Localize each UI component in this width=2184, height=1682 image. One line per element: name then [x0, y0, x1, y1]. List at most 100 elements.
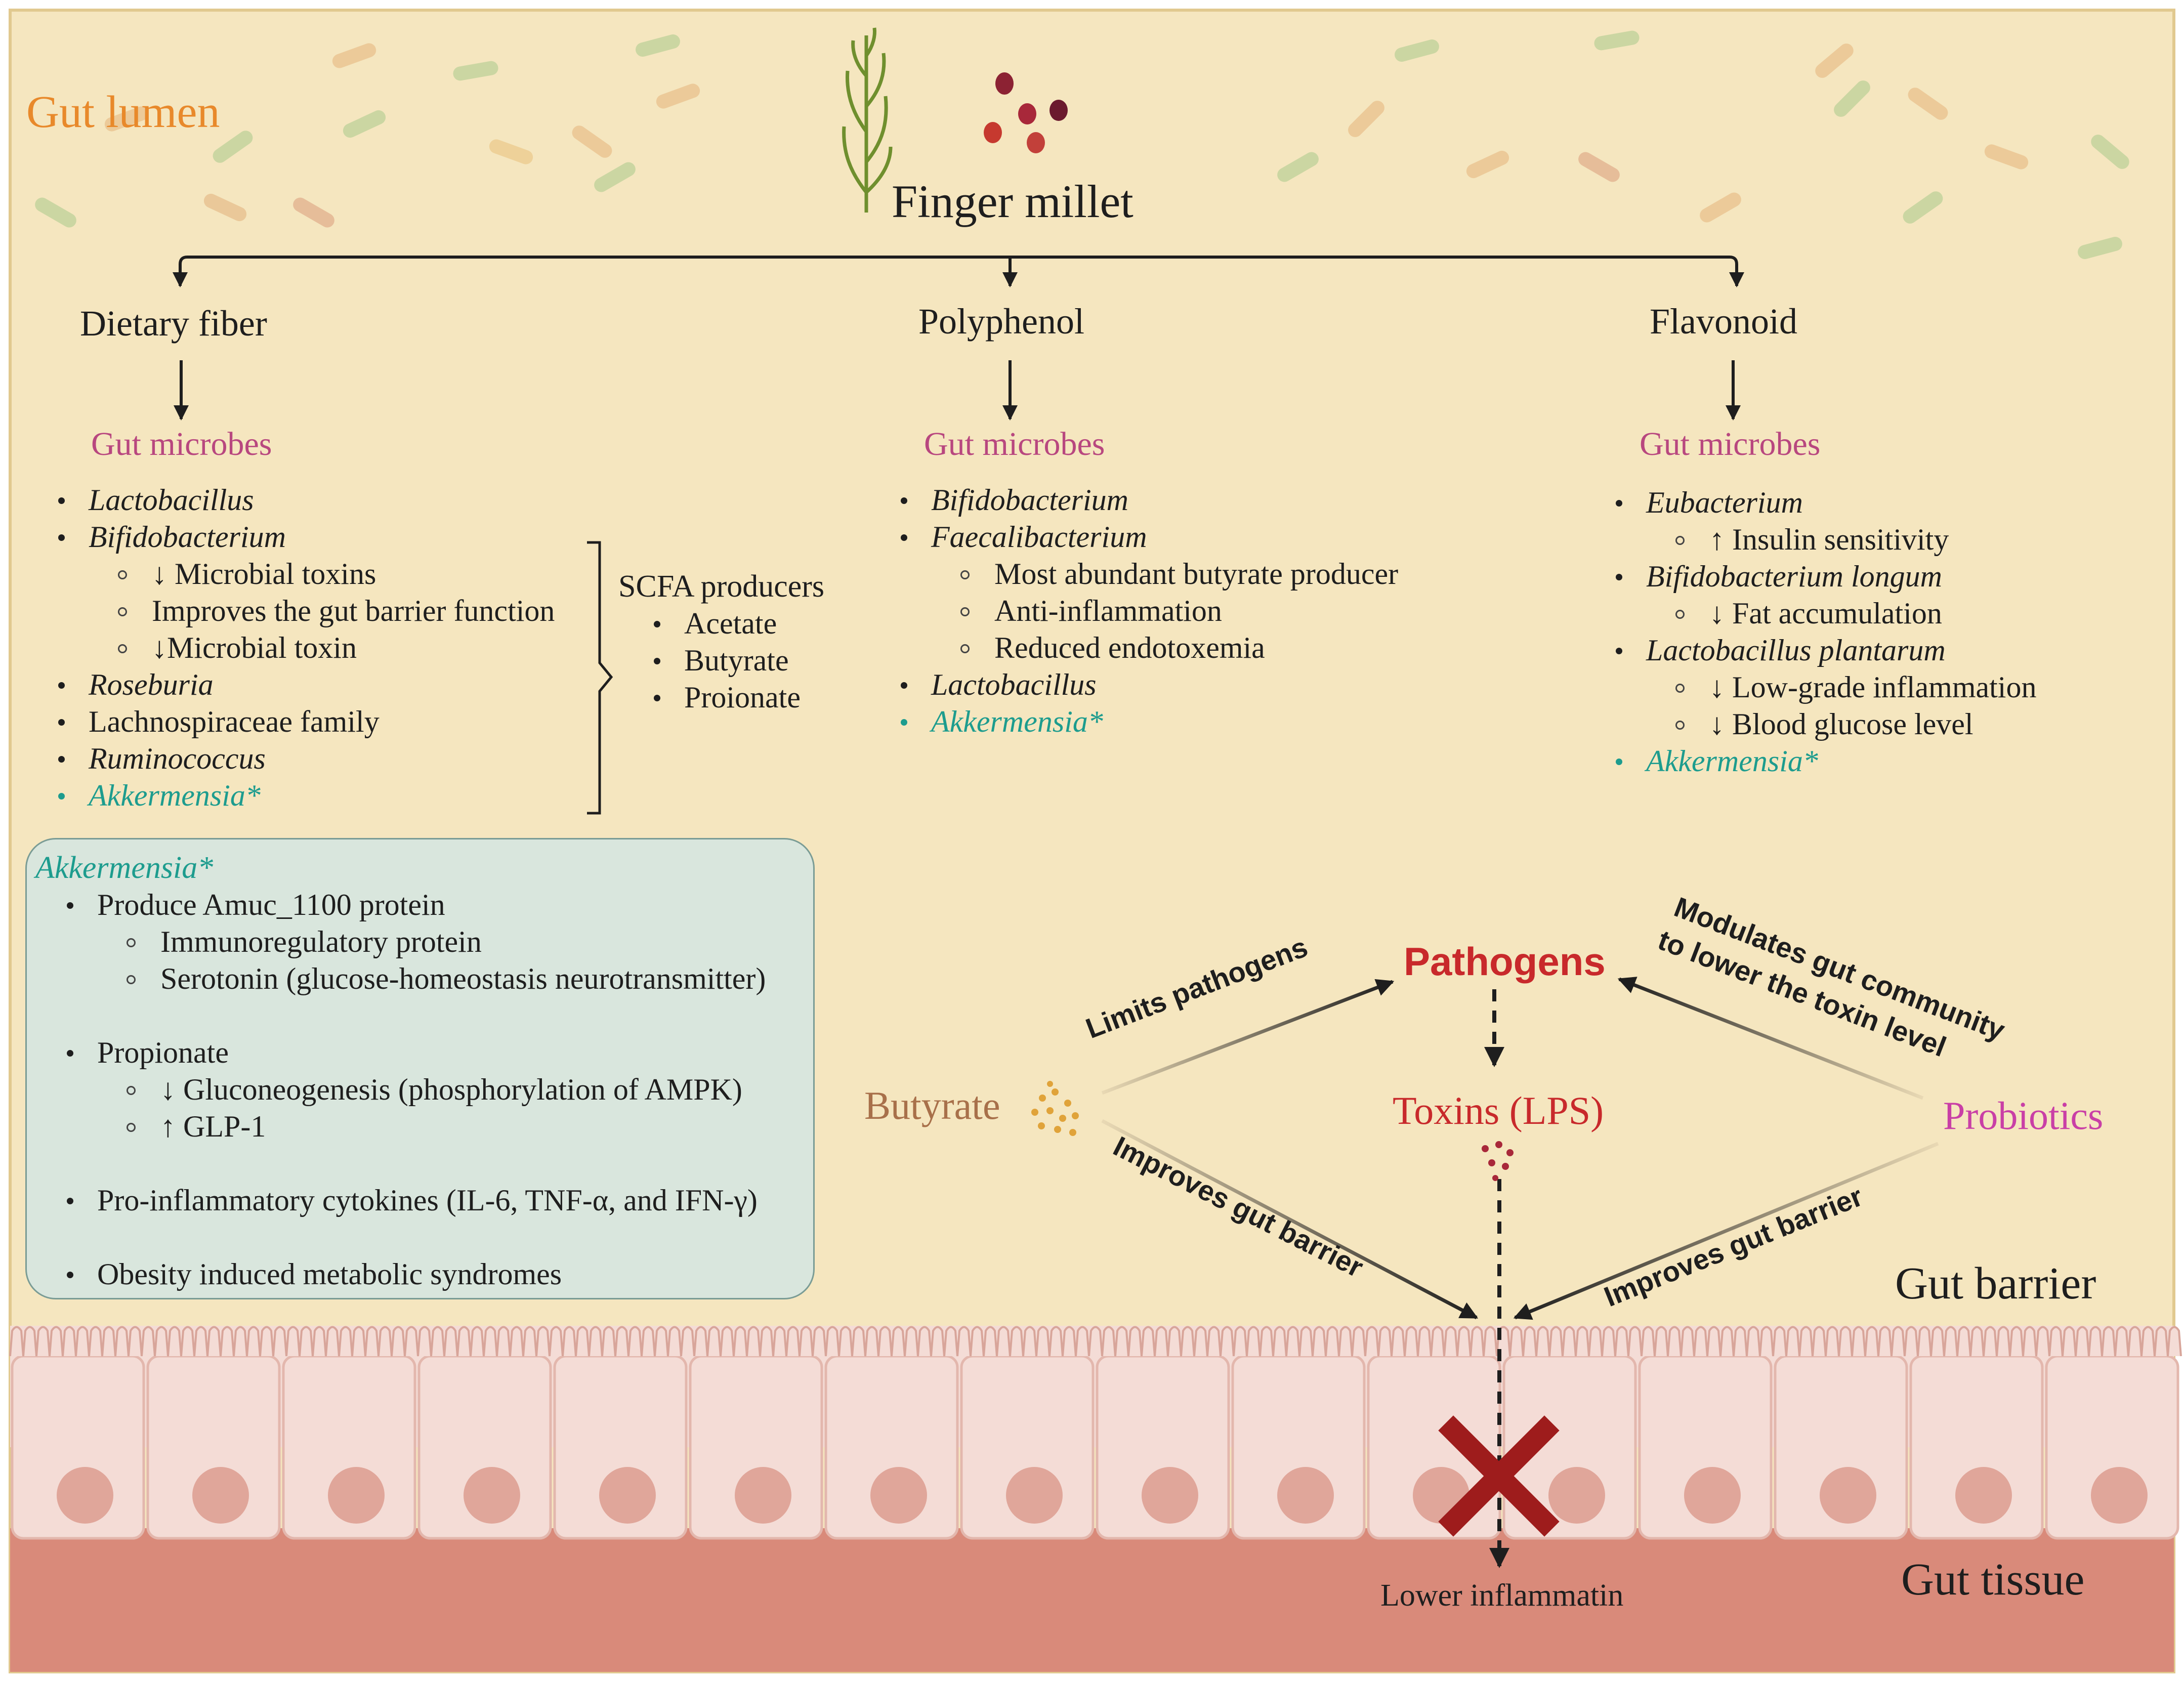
- gut-tissue-label: Gut tissue: [1901, 1554, 2085, 1605]
- bacterium-rod: [1594, 30, 1640, 51]
- page-title: Finger millet: [892, 176, 1133, 227]
- fiber-microbe-item: Improves the gut barrier function: [53, 593, 555, 629]
- scfa-item: Butyrate: [649, 642, 801, 679]
- fiber-microbe-item: ↓Microbial toxin: [53, 629, 555, 666]
- microbe-arrows: [174, 360, 1741, 420]
- block-cross-icon: [1438, 1415, 1560, 1537]
- bacterium-rod: [656, 83, 700, 109]
- fiber-microbe-item: Akkermensia*: [53, 777, 555, 814]
- bacterium-rod: [1908, 88, 1948, 120]
- bacterium-rod: [1348, 101, 1384, 137]
- bacterium-rod: [293, 197, 334, 228]
- butyrate-dots-icon: [1031, 1081, 1079, 1136]
- bacterium-rod: [572, 125, 612, 158]
- akkermensia-item: ↑ GLP-1: [62, 1108, 766, 1145]
- bacterium-rod: [332, 43, 376, 68]
- bacterium-rod: [213, 131, 253, 163]
- bacterium-rod: [1815, 44, 1854, 78]
- microbes-heading-fiber: Gut microbes: [91, 426, 272, 462]
- flavonoid-microbe-item: ↑ Insulin sensitivity: [1611, 521, 2036, 558]
- bacterium-rod: [453, 61, 498, 81]
- gut-lumen-label: Gut lumen: [26, 87, 220, 137]
- scfa-item: Acetate: [649, 605, 801, 642]
- akkermensia-item: Pro-inflammatory cytokines (IL-6, TNF-α,…: [62, 1182, 766, 1219]
- bacterium-rod: [1700, 192, 1741, 223]
- modulates-arrow: [1617, 977, 1924, 1100]
- akkermensia-title: Akkermensia*: [35, 851, 214, 885]
- bacterium-rod: [1395, 39, 1439, 62]
- gut-barrier-label: Gut barrier: [1895, 1258, 2096, 1309]
- bacterium-rod: [1277, 152, 1319, 182]
- fiber-microbe-item: Lachnospiraceae family: [53, 703, 555, 740]
- bacterium-rod: [1834, 80, 1870, 117]
- polyphenol-microbe-item: Faecalibacterium: [896, 519, 1398, 556]
- fiber-microbe-item: Ruminococcus: [53, 740, 555, 777]
- millet-plant-icon: [842, 27, 893, 213]
- title-branch-arrows: [173, 256, 1744, 287]
- polyphenol-microbe-item: Most abundant butyrate producer: [896, 556, 1398, 593]
- polyphenol-microbe-item: Akkermensia*: [896, 703, 1398, 740]
- branch-polyphenol: Polyphenol: [918, 301, 1085, 342]
- butyrate-label: Butyrate: [864, 1083, 1000, 1127]
- microvilli: [9, 1326, 2182, 1357]
- microbes-heading-polyphenol: Gut microbes: [924, 426, 1105, 462]
- cell-nucleus: [599, 1467, 656, 1524]
- scfa-title: SCFA producers: [618, 569, 825, 604]
- flavonoid-microbe-item: Bifidobacterium longum: [1611, 558, 2036, 595]
- bacterium-rod: [35, 197, 76, 228]
- fiber-microbe-item: Roseburia: [53, 666, 555, 703]
- millet-seeds-icon: [984, 72, 1068, 153]
- fiber-microbe-item: ↓ Microbial toxins: [53, 556, 555, 593]
- bacterium-rod: [1903, 191, 1943, 224]
- lumen-bacteria: [35, 30, 2129, 260]
- cell-nucleus: [464, 1467, 520, 1524]
- akkermensia-item: ↓ Gluconeogenesis (phosphorylation of AM…: [62, 1071, 766, 1108]
- bacterium-rod: [1466, 150, 1509, 179]
- bacterium-rod: [203, 193, 247, 222]
- bacterium-rod: [636, 34, 680, 57]
- cell-nucleus: [735, 1467, 791, 1524]
- cell-nucleus: [1955, 1467, 2012, 1524]
- cell-nucleus: [57, 1467, 113, 1524]
- microbes-heading-flavonoid: Gut microbes: [1640, 426, 1821, 462]
- akkermensia-item: Propionate: [62, 1034, 766, 1071]
- polyphenol-microbe-item: Reduced endotoxemia: [896, 629, 1398, 666]
- bacterium-rod: [2078, 236, 2122, 260]
- akkermensia-panel: [25, 838, 815, 1299]
- cell-nucleus: [1684, 1467, 1741, 1524]
- flavonoid-microbe-item: ↓ Low-grade inflammation: [1611, 669, 2036, 706]
- tissue-background: [10, 1528, 2174, 1672]
- pathogens-label: Pathogens: [1404, 939, 1606, 984]
- polyphenol-microbe-item: Anti-inflammation: [896, 593, 1398, 629]
- cell-nucleus: [1548, 1467, 1605, 1524]
- cell-nucleus: [1820, 1467, 1876, 1524]
- bacterium-rod: [1984, 144, 2029, 170]
- bacterium-rod: [343, 110, 386, 138]
- flavonoid-microbe-item: Akkermensia*: [1611, 743, 2036, 780]
- flavonoid-microbe-item: Eubacterium: [1611, 484, 2036, 521]
- microvilli-edge: [9, 1326, 2182, 1357]
- branch-dietary-fiber: Dietary fiber: [80, 303, 267, 344]
- improves-barrier-arrow-right: [1513, 1142, 1939, 1320]
- akkermensia-item: Immunoregulatory protein: [62, 923, 766, 960]
- flavonoid-microbe-item: Lactobacillus plantarum: [1611, 632, 2036, 669]
- branch-flavonoid: Flavonoid: [1650, 301, 1798, 342]
- cell-nucleus: [1006, 1467, 1063, 1524]
- cell-nucleus: [328, 1467, 385, 1524]
- flavonoid-microbe-item: ↓ Fat accumulation: [1611, 595, 2036, 632]
- outcome-label: Lower inflammatin: [1380, 1578, 1624, 1613]
- limits-pathogens-arrow: [1101, 979, 1395, 1095]
- flavonoid-microbe-item: ↓ Blood glucose level: [1611, 706, 2036, 743]
- akkermensia-item: Serotonin (glucose-homeostasis neurotran…: [62, 960, 766, 997]
- bacterium-rod: [1578, 152, 1620, 182]
- fiber-microbe-item: Bifidobacterium: [53, 519, 555, 556]
- bacterium-rod: [489, 139, 533, 164]
- polyphenol-microbe-item: Lactobacillus: [896, 666, 1398, 703]
- polyphenol-microbe-item: Bifidobacterium: [896, 482, 1398, 519]
- akkermensia-item: Obesity induced metabolic syndromes: [62, 1256, 766, 1293]
- probiotics-label: Probiotics: [1943, 1094, 2104, 1138]
